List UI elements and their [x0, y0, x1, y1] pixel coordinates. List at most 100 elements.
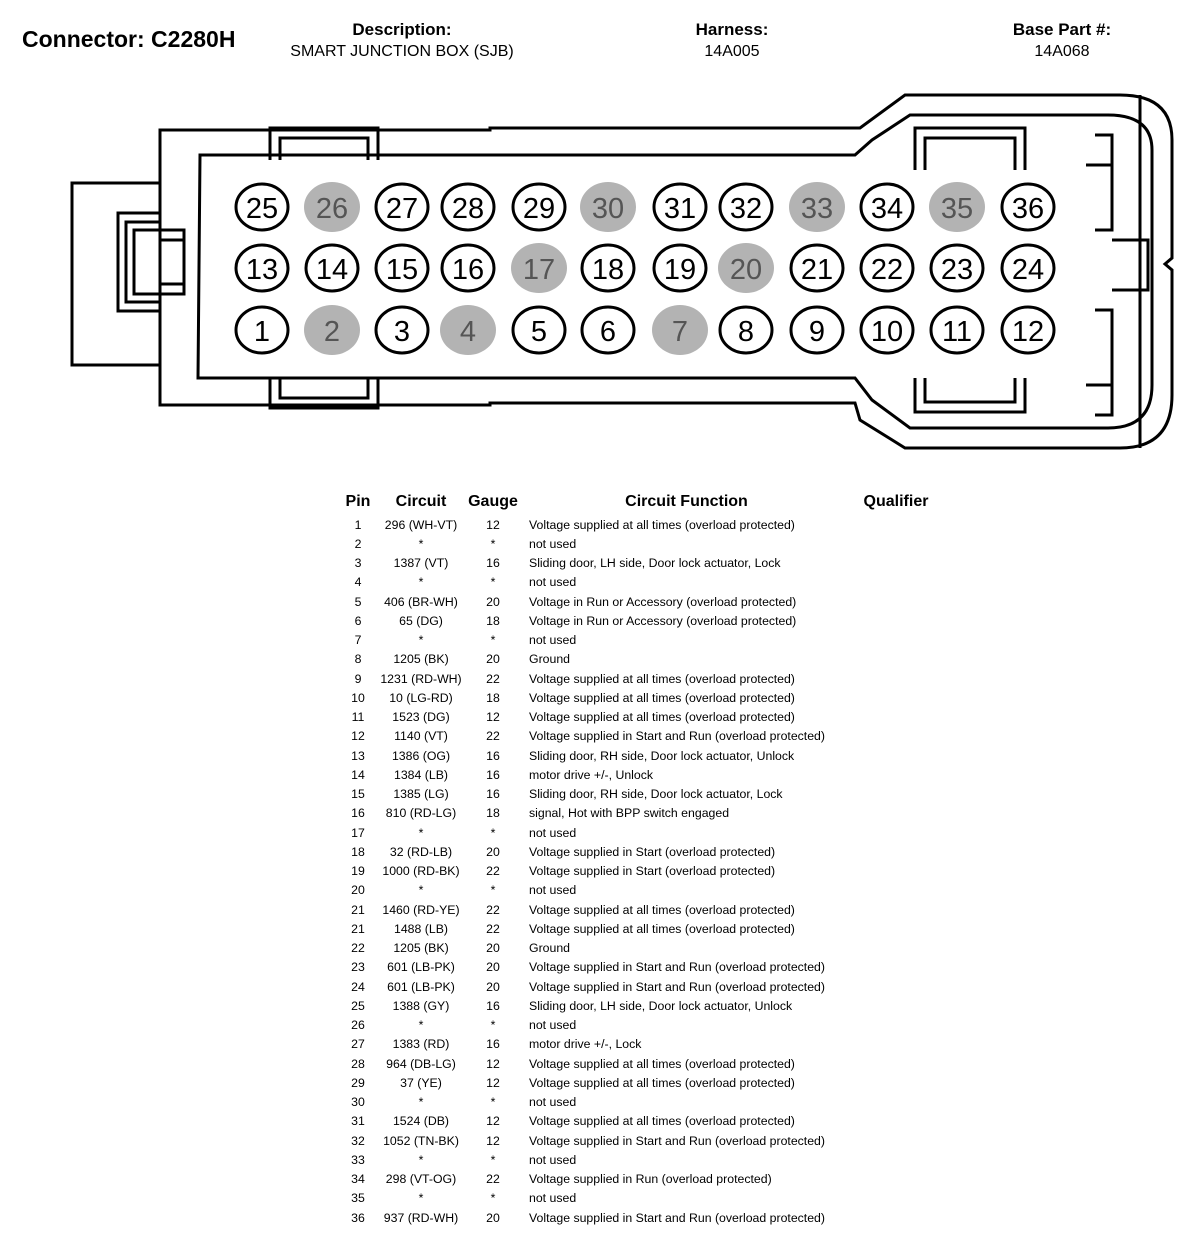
cell-pin: 22	[351, 941, 365, 956]
cell-circuit: 298 (VT-OG)	[385, 1172, 457, 1187]
cell-pin: 16	[351, 806, 365, 821]
cell-circuit: 10 (LG-RD)	[389, 690, 453, 705]
harness-block: Harness: 14A005	[632, 20, 832, 61]
cell-gauge: 20	[486, 652, 500, 667]
cell-gauge: *	[490, 633, 496, 648]
cell-pin: 36	[351, 1210, 365, 1225]
pin-cavity	[929, 305, 985, 355]
cell-qualifier	[851, 592, 941, 611]
pin-cavity	[511, 305, 567, 355]
cell-circuit-function: Voltage supplied at all times (overload …	[529, 517, 795, 532]
cell-qualifier	[851, 823, 941, 842]
cell-circuit-function: Voltage supplied in Run (overload protec…	[529, 1172, 772, 1187]
cell-pin: 34	[351, 1172, 365, 1187]
cell-qualifier	[851, 669, 941, 688]
cell-gauge: 18	[486, 806, 500, 821]
cell-circuit-function: Voltage supplied at all times (overload …	[529, 921, 795, 936]
pin-cavity	[718, 182, 774, 232]
cell-qualifier	[851, 1016, 941, 1035]
header-gauge: Gauge	[468, 493, 518, 510]
connector-outline	[70, 93, 1174, 450]
cell-gauge: 22	[486, 729, 500, 744]
cell-qualifier	[851, 1054, 941, 1073]
cell-qualifier	[851, 919, 941, 938]
pin-cavity-unused	[718, 243, 774, 293]
pin-cavity-unused	[652, 305, 708, 355]
cell-gauge: *	[490, 1152, 496, 1167]
table-row: 26**not used	[338, 1016, 941, 1035]
cell-pin: 14	[351, 767, 365, 782]
cell-circuit-function: Voltage supplied at all times (overload …	[529, 1056, 795, 1071]
cell-circuit: 1388 (GY)	[392, 998, 450, 1013]
cell-circuit-function: signal, Hot with BPP switch engaged	[529, 806, 730, 821]
pin-number: 6	[600, 316, 616, 348]
cell-circuit-function: Voltage supplied in Start and Run (overl…	[529, 729, 825, 744]
cell-pin: 13	[351, 748, 365, 763]
cell-qualifier	[851, 1208, 941, 1227]
cell-circuit: 1052 (TN-BK)	[383, 1133, 459, 1148]
cell-gauge: 12	[486, 710, 500, 725]
cell-circuit: 601 (LB-PK)	[387, 979, 455, 994]
pin-number: 31	[664, 193, 696, 225]
cell-pin: 20	[351, 883, 365, 898]
cell-gauge: 18	[486, 613, 500, 628]
pin-cavity	[1000, 182, 1056, 232]
pin-cavity	[789, 243, 845, 293]
cell-qualifier	[851, 554, 941, 573]
cell-gauge: 16	[486, 998, 500, 1013]
cell-pin: 5	[354, 594, 362, 609]
cell-qualifier	[851, 650, 941, 669]
pin-number: 18	[592, 254, 624, 286]
cell-pin: 27	[351, 1037, 365, 1052]
cell-circuit: 1460 (RD-YE)	[382, 902, 460, 917]
description-label: Description:	[352, 20, 452, 39]
cell-gauge: 16	[486, 556, 500, 571]
cell-qualifier	[851, 977, 941, 996]
cell-circuit: *	[418, 1018, 424, 1033]
cell-gauge: *	[490, 1191, 496, 1206]
cell-pin: 30	[351, 1095, 365, 1110]
pin-cavity	[234, 182, 290, 232]
description-block: Description: SMART JUNCTION BOX (SJB)	[262, 20, 542, 61]
cell-gauge: 18	[486, 690, 500, 705]
pin-cavity	[374, 182, 430, 232]
pin-cavity	[234, 305, 290, 355]
cell-pin: 15	[351, 787, 365, 802]
cell-qualifier	[851, 746, 941, 765]
pin-cavity-unused	[789, 182, 845, 232]
cell-circuit-function: Voltage supplied in Start and Run (overl…	[529, 979, 825, 994]
cell-circuit: 1524 (DB)	[392, 1114, 450, 1129]
cell-qualifier	[851, 881, 941, 900]
cell-gauge: *	[490, 536, 496, 551]
pin-number: 22	[871, 254, 903, 286]
cell-circuit-function: Voltage supplied in Start (overload prot…	[529, 844, 776, 859]
table-header-row: Pin Circuit Gauge Circuit Function Quali…	[338, 493, 941, 515]
cell-circuit-function: not used	[529, 1191, 577, 1206]
cell-gauge: 20	[486, 941, 500, 956]
cell-qualifier	[851, 1112, 941, 1131]
cell-pin: 18	[351, 844, 365, 859]
header-circuit: Circuit	[395, 493, 447, 510]
cell-circuit: 1383 (RD)	[392, 1037, 450, 1052]
cell-qualifier	[851, 1073, 941, 1092]
cell-circuit-function: Voltage supplied at all times (overload …	[529, 1114, 795, 1129]
pin-number: 28	[452, 193, 484, 225]
cell-qualifier	[851, 842, 941, 861]
cell-gauge: *	[490, 883, 496, 898]
